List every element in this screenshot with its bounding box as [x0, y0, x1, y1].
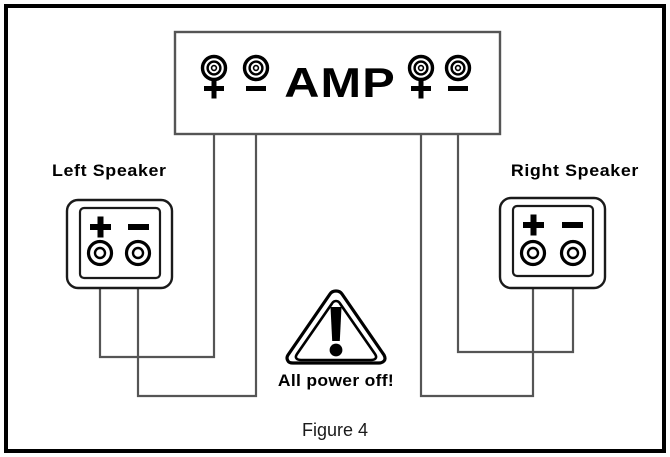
amp-terminal-right-negative[interactable] — [444, 54, 472, 92]
wire-amp-left-negative-to-left-speaker-negative — [136, 80, 258, 398]
amp-chassis — [173, 30, 502, 136]
minus-icon — [562, 222, 583, 228]
figure-caption: Figure 4 — [302, 420, 368, 440]
amp-unit: AMP — [173, 30, 502, 136]
minus-icon — [246, 86, 266, 91]
right-speaker-inner-panel — [511, 204, 595, 278]
wire-amp-left-positive-to-left-speaker-positive — [98, 80, 216, 359]
plus-icon — [90, 216, 111, 238]
wire-amp-right-negative-to-right-speaker-negative — [456, 80, 575, 354]
minus-icon — [448, 86, 468, 91]
wire-amp-right-positive-to-right-speaker-positive — [419, 80, 535, 398]
amp-logo-label: AMP — [284, 59, 396, 106]
all-power-off-label: All power off! — [278, 370, 394, 390]
terminal-ring-inner — [210, 64, 218, 72]
amp-terminal-left-negative[interactable] — [242, 54, 270, 92]
warning-notice: All power off! — [278, 288, 394, 390]
plus-icon — [411, 78, 431, 99]
terminal-ring-inner — [131, 246, 145, 260]
amp-terminal-right-positive[interactable] — [407, 54, 435, 99]
terminal-ring-inner — [526, 246, 540, 260]
warning-triangle-outer-icon — [285, 289, 387, 365]
exclamation-mark-icon — [329, 307, 343, 357]
left-speaker-terminal-positive[interactable] — [86, 239, 114, 267]
left-speaker-terminal-negative[interactable] — [124, 239, 152, 267]
amp-terminal-left-positive[interactable] — [200, 54, 228, 99]
terminal-ring-inner — [93, 246, 107, 260]
plus-icon — [523, 214, 544, 236]
wire-group — [98, 80, 575, 398]
left-speaker-unit: Left Speaker — [52, 160, 174, 290]
terminal-ring-inner — [566, 246, 580, 260]
left-speaker-label: Left Speaker — [52, 160, 167, 180]
terminal-ring-inner — [252, 64, 260, 72]
plus-icon — [204, 78, 224, 99]
terminal-ring-inner — [454, 64, 462, 72]
right-speaker-unit: Right Speaker — [498, 160, 639, 290]
warning-triangle-inner-icon — [294, 299, 378, 362]
right-speaker-label: Right Speaker — [511, 160, 639, 180]
minus-icon — [128, 224, 149, 230]
right-speaker-terminal-negative[interactable] — [559, 239, 587, 267]
terminal-ring-inner — [417, 64, 425, 72]
right-speaker-terminal-positive[interactable] — [519, 239, 547, 267]
